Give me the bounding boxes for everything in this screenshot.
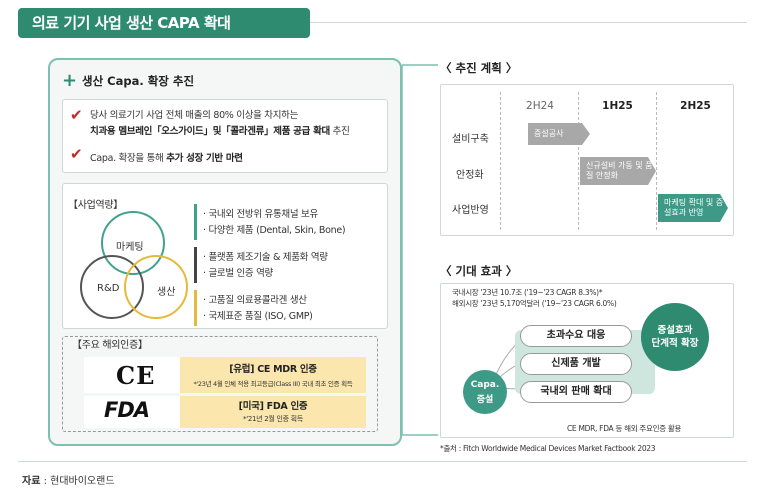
plan-row-facility: 설비구축	[452, 134, 489, 145]
bullet2-bold: 추가 성장 기반 마련	[166, 153, 243, 164]
effect-pill-sales: 국내외 판매 확대	[520, 381, 632, 403]
group2-bar	[194, 247, 197, 283]
check-icon: ✔	[70, 106, 83, 124]
venn-label-rnd: R&D	[97, 283, 120, 294]
group3-item2: · 국제표준 품질 (ISO, GMP)	[203, 311, 313, 322]
source-text: : 현대바이오랜드	[40, 476, 115, 487]
ce-cert-desc: *'23년 4월 인체 적용 최고등급(Class III) 국내 최초 인증 …	[193, 380, 353, 388]
bullet1-line2: 치과용 멤브레인「오스가이드」및「콜라겐류」제품 공급 확대 추진	[90, 123, 350, 137]
bullet1-tail: 추진	[329, 126, 350, 137]
group1-item1: · 국내외 전방위 유통채널 보유	[203, 209, 318, 220]
plan-divider-2	[578, 92, 579, 230]
connector-lines	[401, 64, 438, 436]
fda-cert-cell	[180, 396, 366, 428]
cert-title: 【주요 해외인증】	[72, 340, 148, 351]
plan-arrow-construction: 증설공사	[528, 123, 590, 145]
bullet2-lead: Capa. 확장을 통해	[90, 153, 167, 164]
capa-small-circle-line2: 증설	[476, 395, 494, 405]
ce-cert-cell	[180, 357, 366, 393]
plan-col-2h24: 2H24	[526, 100, 554, 112]
effect-pill-newproduct: 신제품 개발	[520, 353, 632, 375]
bullets-box	[62, 99, 388, 173]
bullet2: Capa. 확장을 통해 추가 성장 기반 마련	[90, 150, 243, 164]
ce-cert-title: [유럽] CE MDR 인증	[229, 364, 317, 375]
plus-icon: +	[62, 70, 78, 91]
ce-logo-cell	[84, 357, 180, 393]
plan-col-1h25: 1H25	[602, 100, 633, 112]
group1-item2: · 다양한 제품 (Dental, Skin, Bone)	[203, 225, 346, 236]
group1-bar	[194, 204, 197, 240]
source-label: 자료	[22, 476, 41, 487]
fda-logo: FDA	[104, 398, 150, 422]
group2-item1: · 플랫폼 제조기술 & 제품화 역량	[203, 252, 328, 263]
footer-divider	[18, 461, 747, 462]
effect-big-circle-line1: 증설효과	[657, 325, 693, 336]
check-icon: ✔	[70, 145, 83, 163]
source-line: 자료 : 현대바이오랜드	[22, 472, 115, 487]
fda-logo-cell	[84, 396, 180, 428]
effect-big-circle	[641, 303, 709, 371]
panel-title: 생산 Capa. 확장 추진	[82, 74, 195, 88]
group3-bar	[194, 290, 197, 326]
effect-note-domestic: 국내시장 '23년 10.7조 ('19~'23 CAGR 8.3%)*	[452, 288, 603, 297]
plan-col-2h25: 2H25	[680, 100, 711, 112]
bullet1-line1: 당사 의료기기 사업 전체 매출의 80% 이상을 차지하는	[90, 110, 299, 121]
plan-divider-3	[656, 92, 657, 230]
ce-logo: CE	[116, 361, 156, 390]
plan-title: 〈 추진 계획 〉	[440, 61, 518, 75]
venn-label-marketing: 마케팅	[116, 242, 144, 253]
effect-pill-demand: 초과수요 대응	[520, 325, 632, 347]
effect-title: 〈 기대 효과 〉	[440, 264, 518, 278]
capa-small-circle-line1: Capa.	[470, 380, 500, 390]
capa-small-circle	[463, 370, 507, 414]
plan-row-stabilize: 안정화	[456, 170, 484, 181]
effect-big-circle-line2: 단계적 확장	[651, 338, 699, 349]
header-divider	[310, 22, 747, 23]
bullet1-bold: 치과용 멤브레인「오스가이드」및「콜라겐류」제품 공급 확대	[90, 126, 330, 137]
plan-row-business: 사업반영	[452, 205, 489, 216]
effect-note-overseas: 해외시장 '23년 5,170억달러 ('19~'23 CAGR 6.0%)	[452, 299, 617, 308]
fda-cert-desc: *'21년 2월 인증 획득	[243, 415, 303, 423]
page-title: 의료 기기 사업 생산 CAPA 확대	[18, 8, 310, 38]
group3-item1: · 고품질 의료용콜라겐 생산	[203, 295, 307, 306]
fda-cert-title: [미국] FDA 인증	[238, 401, 308, 412]
plan-arrow-stabilize: 신규설비 가동 및 품질 안정화	[580, 157, 656, 185]
effect-footer-note: CE MDR, FDA 등 해외 주요인증 활용	[567, 424, 682, 433]
plan-divider-1	[500, 92, 501, 230]
venn-label-production: 생산	[157, 287, 176, 298]
plan-arrow-marketing: 마케팅 확대 및 증설효과 반영	[658, 194, 728, 222]
capability-title: 【사업역량】	[68, 200, 124, 211]
group2-item2: · 글로벌 인증 역량	[203, 268, 273, 279]
venn-production-circle	[124, 255, 188, 319]
effect-source-note: *출처 : Fitch Worldwide Medical Devices Ma…	[440, 444, 656, 453]
